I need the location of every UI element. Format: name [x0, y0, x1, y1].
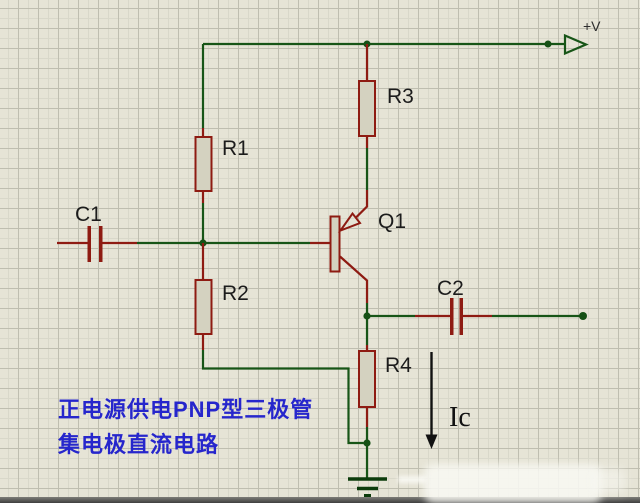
capacitor-c2[interactable]: C2	[415, 277, 492, 335]
r1-label: R1	[222, 137, 249, 160]
q1-label: Q1	[378, 210, 406, 233]
power-terminal-triangle-icon[interactable]	[563, 33, 589, 56]
caption-line-1: 正电源供电PNP型三极管	[58, 397, 314, 422]
resistor-r3[interactable]: R3	[358, 44, 414, 148]
pnp-emitter-arrow-icon	[337, 211, 362, 233]
junction-dot	[544, 40, 552, 48]
current-arrow-head-icon	[425, 434, 438, 449]
transistor-base-bar[interactable]	[329, 215, 341, 273]
wire-net[interactable]	[137, 42, 583, 478]
resistor-r4[interactable]: R4	[358, 345, 412, 427]
current-label: Ic	[449, 402, 471, 433]
capacitor-plates[interactable]	[450, 298, 463, 335]
window-bottom-edge	[0, 497, 640, 503]
c1-label: C1	[75, 203, 102, 226]
power-terminal[interactable]: +V	[563, 18, 601, 56]
resistor-r2[interactable]: R2	[194, 243, 249, 350]
capacitor-c1[interactable]: C1	[57, 203, 137, 262]
power-terminal-label: +V	[583, 18, 601, 34]
resistor-body[interactable]	[358, 350, 376, 408]
transistor-q1[interactable]: Q1	[310, 190, 406, 303]
current-annotation: Ic	[425, 352, 471, 449]
collector-pin	[339, 255, 369, 303]
r3-label: R3	[387, 85, 414, 108]
r2-label: R2	[222, 282, 249, 305]
emitter-pin	[355, 190, 369, 219]
junction-dot	[363, 439, 371, 447]
ground-symbol[interactable]	[348, 477, 387, 497]
caption-line-2: 集电极直流电路	[58, 432, 220, 457]
c2-label: C2	[437, 277, 464, 300]
resistor-body[interactable]	[194, 279, 213, 335]
wire-r2-to-ground-node[interactable]	[201, 350, 364, 445]
junction-dot	[363, 312, 371, 320]
resistor-body[interactable]	[358, 80, 376, 137]
wire-end-dot	[579, 312, 587, 320]
r4-label: R4	[385, 354, 412, 377]
resistor-r1[interactable]: R1	[194, 128, 249, 203]
capacitor-plates[interactable]	[87, 226, 103, 262]
resistor-body[interactable]	[194, 136, 213, 192]
